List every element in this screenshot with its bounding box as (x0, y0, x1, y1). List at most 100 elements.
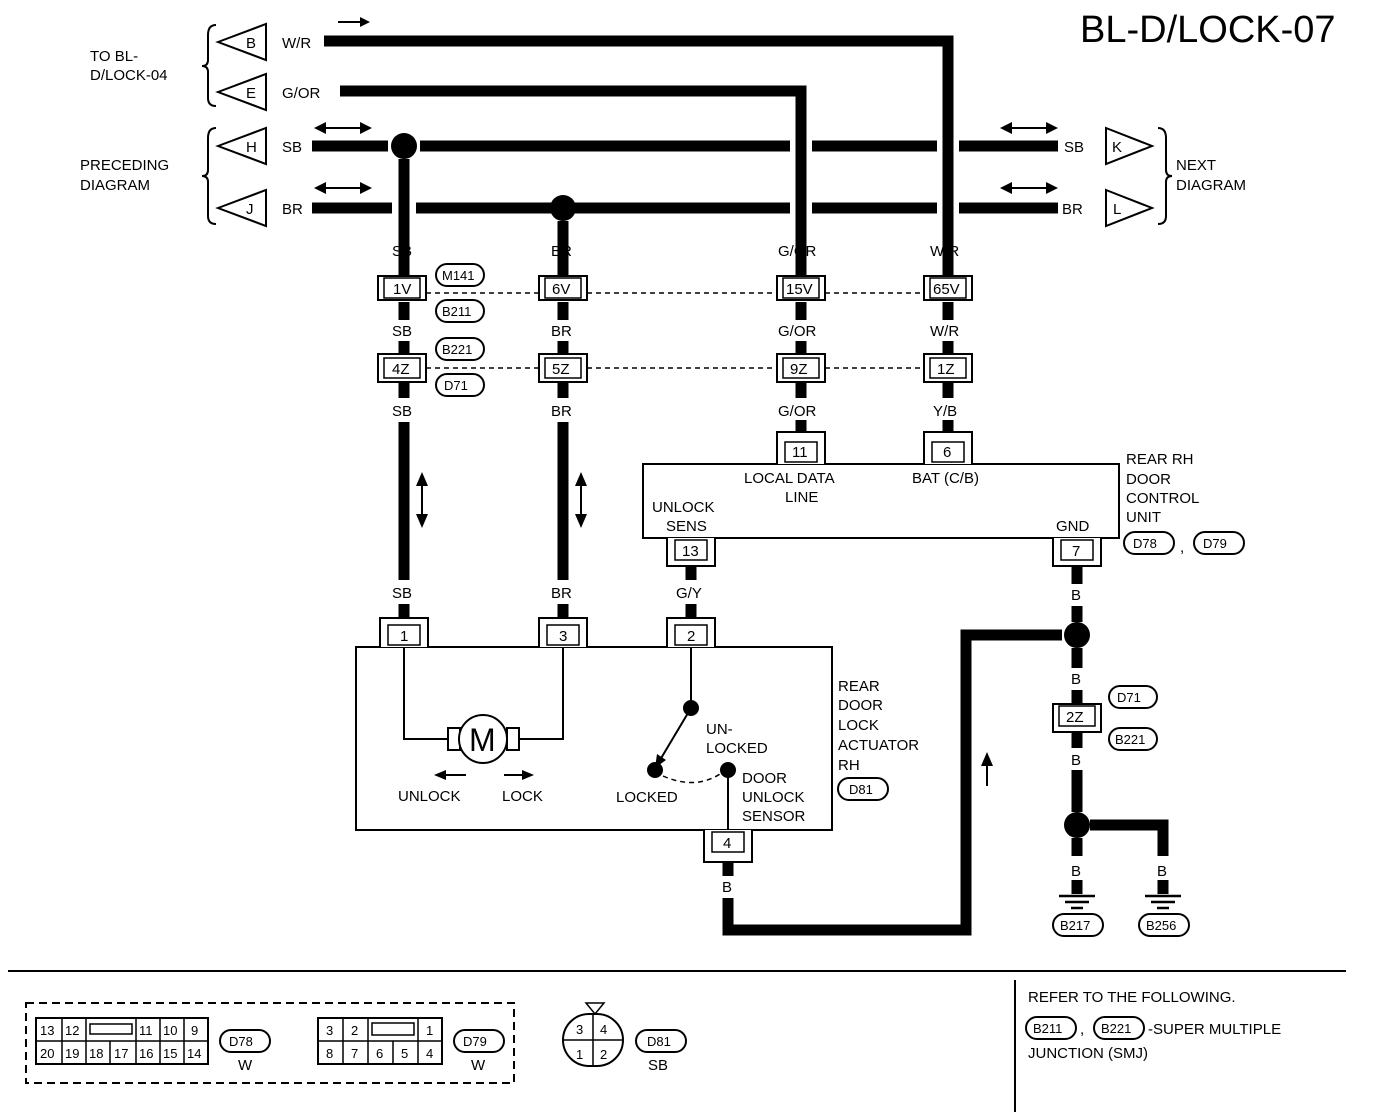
control-unit-name-4: UNIT (1126, 509, 1161, 526)
motor-lead-1 (403, 647, 448, 740)
svg-text:20: 20 (40, 1046, 54, 1061)
svg-text:SB: SB (648, 1057, 668, 1074)
svg-text:4Z: 4Z (392, 361, 410, 378)
wire-segments-d (795, 420, 954, 432)
actuator-name-3: LOCK (838, 717, 879, 734)
svg-text:D78: D78 (229, 1034, 253, 1049)
svg-text:D81: D81 (647, 1034, 671, 1049)
to-bl-ref-line1: TO BL- (90, 48, 138, 65)
wire-b-to-ground-symbols (1071, 880, 1169, 894)
wire-label-wr-left: W/R (282, 35, 311, 52)
control-unit-box (642, 463, 1120, 539)
svg-text:1: 1 (400, 628, 408, 645)
connector-ref-d81: D81 (837, 777, 889, 801)
switch-dashed-link (662, 773, 721, 784)
terminal-h: H (215, 126, 267, 166)
wire-label-gor-2: G/OR (778, 323, 817, 340)
next-brace (1157, 127, 1173, 225)
svg-text:13: 13 (682, 543, 699, 560)
wire-label-yb: Y/B (933, 403, 957, 420)
wire-label-wr-2: W/R (930, 323, 959, 340)
connector-65v: 65V (923, 275, 973, 301)
wire-label-sb-1: SB (392, 243, 412, 260)
to-bl-ref-line2: D/LOCK-04 (90, 67, 168, 84)
svg-text:B211: B211 (1033, 1021, 1062, 1036)
connector-2z: 2Z (1052, 703, 1102, 733)
svg-text:15V: 15V (786, 281, 813, 298)
ground-icon-b256 (1145, 894, 1181, 910)
svg-text:8: 8 (326, 1046, 333, 1061)
svg-text:65V: 65V (933, 281, 960, 298)
wire-label-sb-right: SB (1064, 139, 1084, 156)
wire-label-sb-4: SB (392, 585, 412, 602)
terminal-j: J (215, 188, 267, 228)
diagram-title: BL-D/LOCK-07 (1080, 9, 1336, 51)
arrow-unlock (434, 770, 466, 780)
connector-ref-d79: D79 (1193, 531, 1245, 555)
refer-heading: REFER TO THE FOLLOWING. (1028, 989, 1236, 1006)
actuator-pin-1: 1 (379, 617, 429, 647)
connector-4z: 4Z (377, 353, 427, 383)
svg-text:D81: D81 (849, 782, 873, 797)
svg-text:7: 7 (351, 1046, 358, 1061)
connector-15v: 15V (776, 275, 826, 301)
wire-label-sb-2: SB (392, 323, 412, 340)
wire-label-gor-3: G/OR (778, 403, 817, 420)
connector-face-d81: 3 4 1 2 (562, 1002, 624, 1067)
refer-ref-b211: B211 (1025, 1016, 1077, 1040)
svg-text:B: B (246, 35, 256, 52)
refer-ref-b221: B221 (1093, 1016, 1145, 1040)
svg-text:M141: M141 (442, 268, 475, 283)
svg-text:5: 5 (401, 1046, 408, 1061)
wire-sb-br-long (398, 422, 569, 566)
svg-text:1: 1 (426, 1023, 433, 1038)
arrow-br-left-bidir (314, 182, 372, 194)
label-unlocked-1: UN- (706, 721, 733, 738)
wire-label-br-left: BR (282, 201, 303, 218)
wire-segments-b (398, 341, 954, 353)
svg-text:4: 4 (723, 835, 731, 852)
svg-text:H: H (246, 139, 257, 156)
next-ref-line1: NEXT (1176, 157, 1216, 174)
svg-text:2Z: 2Z (1066, 709, 1084, 726)
svg-text:W: W (471, 1057, 486, 1074)
svg-text:2: 2 (687, 628, 695, 645)
connector-face-d78: 13 12 11 10 9 20 19 18 17 16 15 14 (35, 1017, 209, 1065)
control-pin-7: 7 (1052, 538, 1102, 567)
actuator-pin-3: 3 (538, 617, 588, 647)
switch-locked-contact (647, 762, 663, 778)
legend-dashed-frame (25, 1002, 515, 1084)
splice-ground-1 (1064, 622, 1090, 648)
wire-label-sb-3: SB (392, 403, 412, 420)
refer-comma: , (1080, 1021, 1084, 1038)
svg-text:7: 7 (1072, 543, 1080, 560)
terminal-l: L (1105, 188, 1155, 228)
label-unlocked-2: LOCKED (706, 740, 768, 757)
wire-label-b-5: B (1157, 863, 1167, 880)
actuator-pin-2: 2 (666, 617, 716, 647)
actuator-name-4: ACTUATOR (838, 737, 919, 754)
ground-icon-b217 (1059, 894, 1095, 910)
svg-text:4: 4 (600, 1022, 607, 1037)
arrow-sb-right-bidir (1000, 122, 1058, 134)
wire-label-b-pin4: B (722, 879, 732, 896)
wire-label-sb-left: SB (282, 139, 302, 156)
svg-text:1: 1 (576, 1047, 583, 1062)
wire-b-pin4-ground (722, 629, 1062, 936)
svg-text:D71: D71 (1117, 690, 1141, 705)
legend-ref-d79: D79 W (453, 1029, 505, 1074)
connector-5z: 5Z (538, 353, 588, 383)
refer-smj-line2: JUNCTION (SMJ) (1028, 1045, 1148, 1062)
wire-label-gy: G/Y (676, 585, 702, 602)
wire-label-wr-1: W/R (930, 243, 959, 260)
svg-text:17: 17 (114, 1046, 128, 1061)
svg-text:6: 6 (943, 444, 951, 461)
label-sensor-2: UNLOCK (742, 789, 805, 806)
connector-ref-m141: M141 (435, 263, 485, 287)
svg-text:1Z: 1Z (937, 361, 955, 378)
svg-text:J: J (246, 201, 254, 218)
terminal-e: E (215, 72, 267, 112)
wire-b-to-b256 (1090, 819, 1169, 856)
wire-label-b-4: B (1071, 863, 1081, 880)
svg-text:B256: B256 (1146, 918, 1176, 933)
